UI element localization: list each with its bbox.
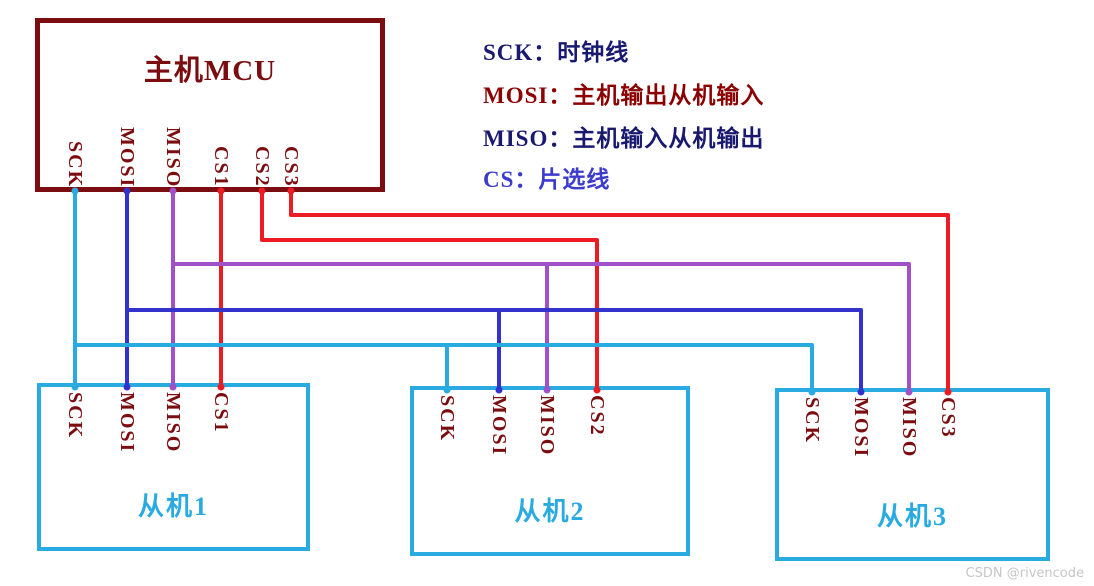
legend-mosi: MOSI：主机输出从机输入 xyxy=(483,83,765,108)
legend-miso: MISO：主机输入从机输出 xyxy=(483,126,765,151)
master-pin-miso: MISO xyxy=(162,126,184,188)
slave2-pin-sck: SCK xyxy=(436,395,458,443)
slave3-pin-miso: MISO xyxy=(898,397,920,459)
legend-sck: SCK：时钟线 xyxy=(483,40,630,65)
slave3-box: 从机3 xyxy=(775,388,1050,561)
master-pin-sck: SCK xyxy=(64,140,86,188)
slave3-pin-mosi: MOSI xyxy=(850,397,872,459)
slave3-pin-cs3: CS3 xyxy=(937,397,959,439)
master-pin-cs3: CS3 xyxy=(280,146,302,188)
slave2-pin-miso: MISO xyxy=(536,395,558,457)
legend-cs: CS：片选线 xyxy=(483,167,611,192)
slave1-pin-mosi: MOSI xyxy=(116,392,138,454)
master-pin-mosi: MOSI xyxy=(116,126,138,188)
slave3-title: 从机3 xyxy=(876,502,948,531)
slave1-title: 从机1 xyxy=(137,492,209,521)
wire-cs3 xyxy=(289,190,950,392)
wire-cs2 xyxy=(260,190,599,390)
master-title: 主机MCU xyxy=(143,55,277,87)
slave2-pin-mosi: MOSI xyxy=(488,395,510,457)
master-box: 主机MCU xyxy=(35,18,385,192)
slave3-pin-sck: SCK xyxy=(801,397,823,445)
master-pin-cs2: CS2 xyxy=(251,146,273,188)
wire-miso-bus xyxy=(173,262,911,392)
slave1-pin-miso: MISO xyxy=(162,392,184,454)
master-pin-cs1: CS1 xyxy=(210,146,232,188)
slave2-pin-cs2: CS2 xyxy=(586,395,608,437)
slave1-pin-cs1: CS1 xyxy=(210,392,232,434)
watermark: CSDN @rivencode xyxy=(965,566,1084,581)
slave2-title: 从机2 xyxy=(514,497,586,526)
slave2-box: 从机2 xyxy=(410,386,690,556)
slave1-box: 从机1 xyxy=(37,383,310,551)
slave1-pin-sck: SCK xyxy=(64,392,86,440)
wire-mosi-bus xyxy=(127,308,863,392)
